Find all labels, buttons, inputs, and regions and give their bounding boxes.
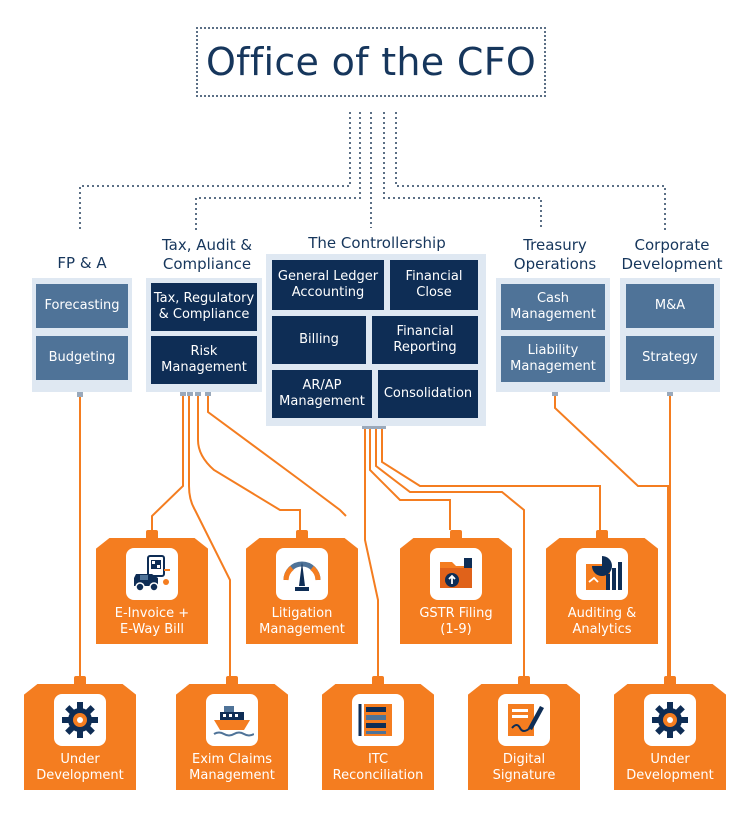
tax-title-line2: Compliance — [162, 255, 252, 273]
treasury-panel: Cash Management Liability Management — [496, 278, 610, 392]
arap-management-label-1: AR/AP — [302, 378, 342, 393]
cash-management-label-2: Management — [510, 307, 596, 322]
corpdev-title-line1: Corporate — [634, 236, 710, 254]
liability-management-label-1: Liability — [527, 343, 579, 358]
general-ledger-label-2: Accounting — [291, 285, 365, 300]
cash-management-box[interactable]: Cash Management — [501, 284, 605, 330]
financial-reporting-box[interactable]: Financial Reporting — [372, 316, 478, 364]
arap-management-label-2: Management — [279, 394, 365, 409]
risk-management-label-1: Risk — [190, 344, 218, 359]
cash-management-label-1: Cash — [536, 291, 570, 306]
billing-box[interactable]: Billing — [272, 316, 366, 364]
ma-box[interactable]: M&A — [626, 284, 714, 328]
gear-icon — [54, 694, 106, 746]
liability-management-label-2: Management — [510, 359, 596, 374]
module-gstr[interactable]: GSTR Filing(1-9) — [400, 530, 512, 644]
tax-regulatory-label-1: Tax, Regulatory — [153, 291, 255, 306]
dotted-hierarchy-lines — [79, 112, 666, 230]
consolidation-box[interactable]: Consolidation — [378, 370, 478, 418]
risk-management-label-2: Management — [161, 360, 247, 375]
financial-close-label-2: Close — [416, 285, 452, 300]
fpa-panel: Forecasting Budgeting — [32, 278, 132, 392]
billing-label: Billing — [299, 332, 339, 347]
forecasting-label: Forecasting — [44, 298, 120, 313]
strategy-box[interactable]: Strategy — [626, 336, 714, 380]
ma-label: M&A — [654, 298, 686, 313]
signature-icon — [498, 694, 550, 746]
general-ledger-box[interactable]: General Ledger Accounting — [272, 260, 384, 310]
corpdev-heading: Corporate Development — [616, 236, 728, 274]
liability-management-box[interactable]: Liability Management — [501, 336, 605, 382]
consolidation-label: Consolidation — [383, 386, 473, 401]
general-ledger-label-1: General Ledger — [277, 269, 379, 284]
page-title: Office of the CFO — [205, 40, 537, 84]
budgeting-box[interactable]: Budgeting — [36, 336, 128, 380]
ship-icon — [206, 694, 258, 746]
budgeting-label: Budgeting — [48, 350, 116, 365]
fpa-title: FP & A — [57, 254, 107, 272]
invoice-truck-icon — [126, 548, 178, 600]
treasury-heading: Treasury Operations — [494, 236, 616, 274]
tax-regulatory-label-2: & Compliance — [158, 307, 250, 322]
strategy-label: Strategy — [642, 350, 698, 365]
folder-upload-icon — [430, 548, 482, 600]
financial-reporting-label-1: Financial — [396, 324, 454, 339]
tax-title-line1: Tax, Audit & — [161, 236, 253, 254]
risk-management-box[interactable]: Risk Management — [151, 336, 257, 384]
treasury-title-line2: Operations — [513, 255, 597, 273]
corpdev-title-line2: Development — [621, 255, 723, 273]
corpdev-panel: M&A Strategy — [620, 278, 720, 392]
fpa-heading: FP & A — [32, 254, 132, 273]
financial-close-box[interactable]: Financial Close — [390, 260, 478, 310]
controllership-title: The Controllership — [308, 234, 446, 252]
financial-reporting-label-2: Reporting — [393, 340, 457, 355]
module-gstr-label: GSTR Filing(1-9) — [419, 606, 493, 637]
title-box: Office of the CFO — [196, 27, 546, 97]
arap-management-box[interactable]: AR/AP Management — [272, 370, 372, 418]
tax-panel: Tax, Regulatory & Compliance Risk Manage… — [146, 278, 262, 392]
forecasting-box[interactable]: Forecasting — [36, 284, 128, 328]
connector-nodes — [77, 391, 673, 429]
tax-heading: Tax, Audit & Compliance — [146, 236, 268, 274]
module-einvoice-label: E-Invoice +E-Way Bill — [114, 606, 190, 637]
module-auditing-label: Auditing &Analytics — [567, 606, 637, 637]
gauge-icon — [276, 548, 328, 600]
financial-close-label-1: Financial — [405, 269, 463, 284]
chart-icon — [576, 548, 628, 600]
orange-module-lines — [79, 394, 671, 676]
controllership-panel: General Ledger Accounting Financial Clos… — [266, 254, 486, 426]
tax-regulatory-box[interactable]: Tax, Regulatory & Compliance — [151, 283, 257, 331]
controllership-heading: The Controllership — [276, 234, 478, 253]
module-auditing[interactable]: Auditing &Analytics — [546, 530, 658, 644]
list-icon — [352, 694, 404, 746]
module-einvoice[interactable]: E-Invoice +E-Way Bill — [96, 530, 208, 644]
treasury-title-line1: Treasury — [523, 236, 587, 254]
gear-icon — [644, 694, 696, 746]
